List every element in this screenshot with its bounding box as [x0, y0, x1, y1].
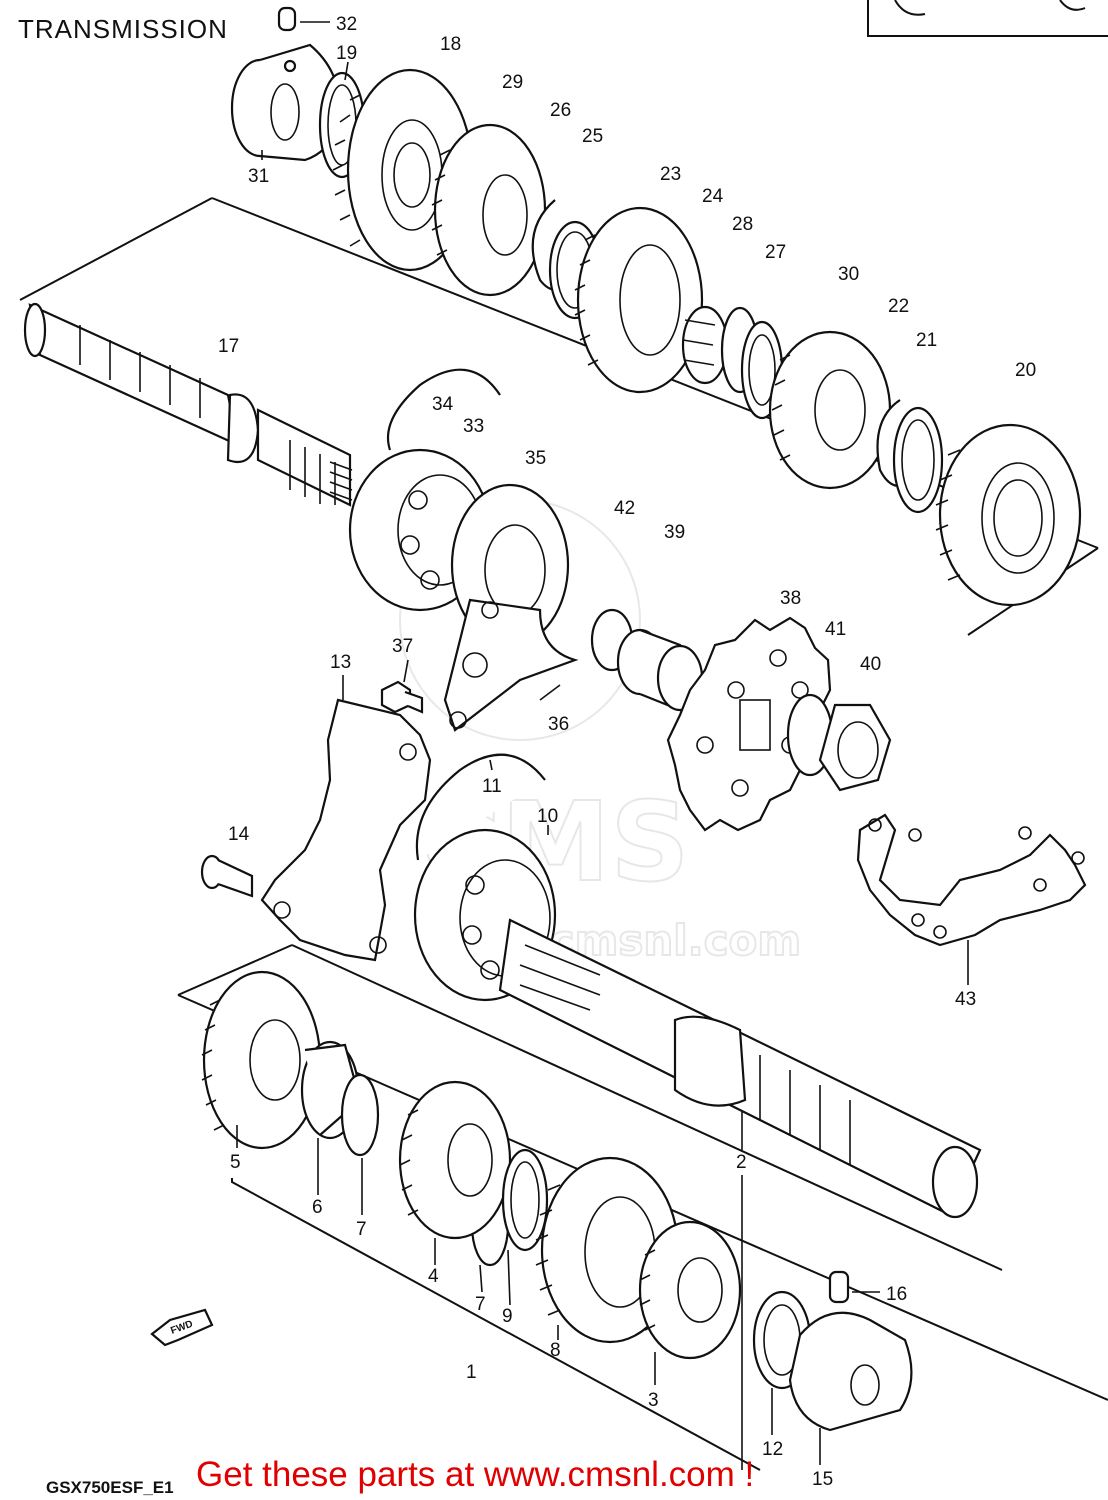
- callout-16: 16: [886, 1284, 907, 1305]
- callout-33: 33: [463, 416, 484, 437]
- callout-25: 25: [582, 126, 603, 147]
- callout-12: 12: [762, 1439, 783, 1460]
- callout-31: 31: [248, 166, 269, 187]
- section-corner-box: [867, 0, 1108, 37]
- part-16-dowel-pin: [828, 1270, 850, 1304]
- part-2-driveshaft: [498, 918, 982, 1219]
- part-callouts: 32 19 18 31 29 26 25 23 24 28 27 30 22 2…: [218, 14, 1036, 1490]
- callout-9: 9: [502, 1306, 513, 1327]
- callout-24: 24: [702, 186, 724, 207]
- part-32-dowel-pin: [277, 6, 297, 32]
- callout-41: 41: [825, 619, 846, 640]
- callout-21: 21: [916, 330, 937, 351]
- callout-7b: 7: [475, 1294, 486, 1315]
- callout-4: 4: [428, 1266, 439, 1287]
- fwd-arrow-icon: FWD: [150, 1308, 214, 1347]
- callout-32: 32: [336, 14, 357, 35]
- part-14-screw: [200, 854, 254, 898]
- callout-38: 38: [780, 588, 801, 609]
- part-5-gear: [201, 970, 322, 1150]
- callout-2: 2: [736, 1152, 747, 1173]
- callout-28: 28: [732, 214, 753, 235]
- promo-link-text[interactable]: Get these parts at www.cmsnl.com !: [196, 1455, 755, 1494]
- callout-8: 8: [550, 1340, 561, 1361]
- callout-43: 43: [955, 989, 976, 1010]
- part-9-circlip: [501, 1148, 549, 1252]
- part-17-countershaft: [23, 302, 353, 507]
- callout-39: 39: [664, 522, 685, 543]
- callout-40: 40: [860, 654, 881, 675]
- callout-13: 13: [330, 652, 351, 673]
- part-40-nut: [818, 703, 892, 792]
- callout-18: 18: [440, 34, 461, 55]
- callout-19: 19: [336, 43, 357, 64]
- part-23-gear: [574, 206, 704, 394]
- callout-36: 36: [548, 714, 569, 735]
- callout-30: 30: [838, 264, 859, 285]
- callout-42: 42: [614, 498, 635, 519]
- callout-34: 34: [432, 394, 454, 415]
- callout-17: 17: [218, 336, 239, 357]
- callout-37: 37: [392, 636, 413, 657]
- part-4-gear: [398, 1080, 512, 1240]
- callout-14: 14: [228, 824, 250, 845]
- callout-27: 27: [765, 242, 786, 263]
- part-34-circlip: [386, 368, 501, 451]
- part-20-gear: [935, 423, 1082, 607]
- part-11-circlip: [415, 753, 546, 861]
- part-38-sprocket: [666, 616, 832, 832]
- page-title: TRANSMISSION: [18, 14, 228, 44]
- part-39-spacer: [616, 628, 704, 712]
- part-30-gear: [768, 330, 892, 490]
- callout-20: 20: [1015, 360, 1036, 381]
- part-37-bolt: [380, 680, 424, 714]
- callout-26: 26: [550, 100, 571, 121]
- callout-7a: 7: [356, 1219, 367, 1240]
- callout-6: 6: [312, 1197, 323, 1218]
- callout-5: 5: [230, 1152, 241, 1173]
- callout-35: 35: [525, 448, 546, 469]
- part-36-plate: [443, 598, 579, 732]
- callout-15: 15: [812, 1469, 833, 1490]
- part-3-gear: [638, 1220, 742, 1360]
- callout-29: 29: [502, 72, 523, 93]
- callout-10: 10: [537, 806, 558, 827]
- leader-lines: [236, 21, 969, 1470]
- callout-3: 3: [648, 1390, 659, 1411]
- part-43-chain: [856, 813, 1087, 947]
- part-24-bushing: [681, 305, 729, 385]
- part-21-washer: [892, 406, 944, 514]
- callout-11: 11: [482, 776, 502, 797]
- callout-1: 1: [466, 1362, 477, 1383]
- callout-22: 22: [888, 296, 909, 317]
- part-13-cover-plate: [260, 698, 432, 962]
- part-15-bearing-cap: [788, 1311, 913, 1432]
- part-29-gear: [431, 123, 547, 297]
- model-code: GSX750ESF_E1: [46, 1478, 174, 1497]
- callout-23: 23: [660, 164, 681, 185]
